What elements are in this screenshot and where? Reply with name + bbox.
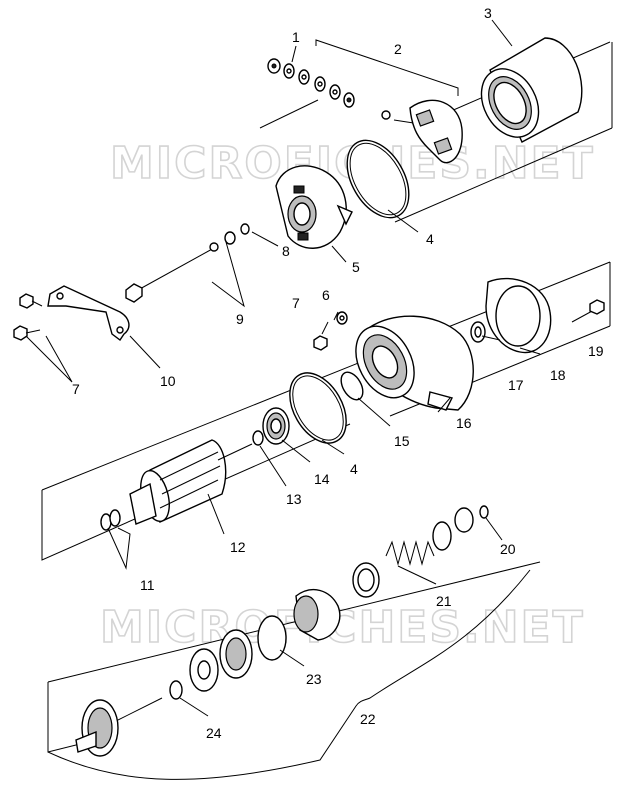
callout-11: 11	[140, 577, 155, 593]
callout-labels: 1 2 3 4 5 6 7 7 8 9 10 11 12 13 14 4 15 …	[72, 5, 604, 741]
callout-4-upper: 4	[426, 231, 434, 247]
watermark-bottom: MICROFICHES.NET	[100, 602, 585, 653]
yoke-housing-part-3	[480, 37, 583, 143]
spring-assembly-part-21	[352, 521, 452, 598]
through-bolts-part-9	[125, 231, 236, 303]
callout-14: 14	[314, 471, 330, 487]
snap-ring-part-24	[169, 680, 183, 700]
callout-9: 9	[236, 311, 244, 327]
callout-12: 12	[230, 539, 246, 555]
callout-18: 18	[550, 367, 566, 383]
washer-part-6	[336, 311, 348, 325]
pinion-clutch	[293, 588, 341, 641]
o-ring-upper-part-4	[346, 139, 410, 219]
callout-17: 17	[508, 377, 524, 393]
callout-7-left: 7	[72, 381, 80, 397]
washer-part-8	[240, 223, 250, 235]
callout-4-lower: 4	[350, 461, 358, 477]
washers-part-11	[100, 509, 121, 531]
end-cover-part-5	[275, 165, 353, 249]
callout-24: 24	[206, 725, 222, 741]
callout-20: 20	[500, 541, 516, 557]
bolt-part-7-right	[313, 321, 329, 351]
washer-part-17	[470, 321, 486, 343]
snap-ring-part-23	[257, 615, 287, 661]
callout-7-right: 7	[292, 295, 300, 311]
brush-holder-part-2	[315, 39, 463, 164]
washer-part-13	[252, 430, 264, 446]
callout-22: 22	[360, 711, 376, 727]
callout-5: 5	[352, 259, 360, 275]
bearing-part-14	[262, 407, 290, 445]
bearing-part-20	[454, 505, 489, 533]
washer-stack-part-1	[267, 58, 355, 108]
callout-13: 13	[286, 491, 302, 507]
callout-15: 15	[394, 433, 410, 449]
callout-6: 6	[322, 287, 330, 303]
gear-plate	[219, 629, 253, 679]
callout-1: 1	[292, 29, 300, 45]
front-housing-part-16	[355, 315, 474, 411]
callout-19: 19	[588, 343, 604, 359]
gasket-part-18	[485, 277, 552, 354]
drive-shaft-gear	[75, 697, 163, 757]
washer-plate	[189, 648, 219, 692]
leader-lines	[25, 19, 541, 780]
bolts-part-7-left	[13, 293, 43, 341]
callout-8: 8	[282, 243, 290, 259]
bolt-part-19	[571, 299, 605, 323]
armature-part-12	[129, 439, 253, 525]
callout-2: 2	[394, 41, 402, 57]
callout-16: 16	[456, 415, 472, 431]
callout-3: 3	[484, 5, 492, 21]
callout-10: 10	[160, 373, 176, 389]
mounting-bracket-part-10	[47, 285, 130, 342]
callout-21: 21	[436, 593, 452, 609]
callout-23: 23	[306, 671, 322, 687]
